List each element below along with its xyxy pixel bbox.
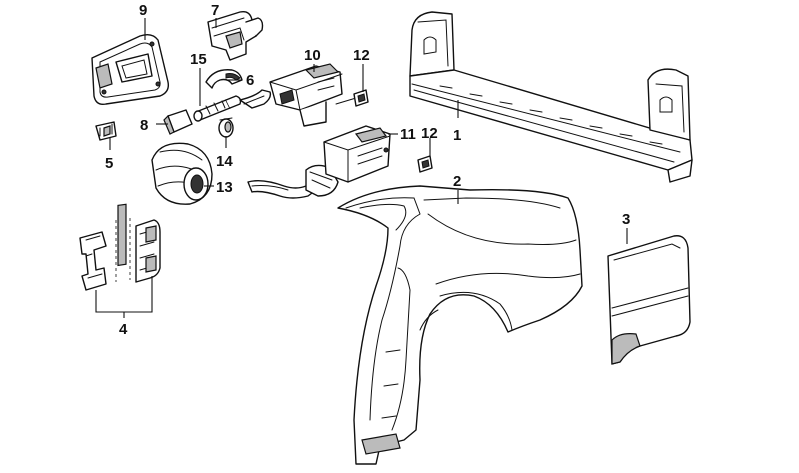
callout-4: 4 <box>119 321 128 338</box>
part-11-actuator-cable <box>247 125 391 199</box>
callout-13: 13 <box>216 179 233 196</box>
part-15-plunger <box>193 95 242 122</box>
callout-7: 7 <box>211 2 219 19</box>
part-13-filler-neck-seal <box>151 142 213 205</box>
callout-14: 14 <box>216 153 233 170</box>
callout-labels: 9 7 15 6 8 5 14 13 10 12 11 12 1 2 3 4 <box>105 2 630 338</box>
callout-2: 2 <box>453 173 461 190</box>
leader-lines <box>95 18 628 318</box>
part-12-screw-lower <box>417 155 433 173</box>
part-14-grommet <box>218 117 234 138</box>
callout-12-lower: 12 <box>421 125 438 142</box>
part-6-clip <box>205 69 243 89</box>
part-12-screw-upper <box>335 89 369 107</box>
callout-8: 8 <box>140 117 148 134</box>
callout-1: 1 <box>453 127 461 144</box>
callout-6: 6 <box>246 72 254 89</box>
callout-11: 11 <box>400 126 416 143</box>
part-7-bracket <box>207 10 264 61</box>
part-8-buffer <box>163 109 193 135</box>
callout-5: 5 <box>105 155 113 172</box>
part-2-rear-quarter-panel <box>337 185 583 465</box>
part-9-filler-flap-housing <box>91 33 170 106</box>
callout-12-upper: 12 <box>353 47 370 64</box>
callout-9: 9 <box>139 2 147 19</box>
part-1-sill-panel <box>409 11 693 183</box>
part-10-actuator <box>239 63 343 127</box>
part-3-rear-section-panel <box>607 235 691 365</box>
callout-3: 3 <box>622 211 630 228</box>
callout-10: 10 <box>304 47 321 64</box>
callout-15: 15 <box>190 51 207 68</box>
part-4-hinge <box>79 203 161 291</box>
part-5-clip <box>95 121 117 141</box>
